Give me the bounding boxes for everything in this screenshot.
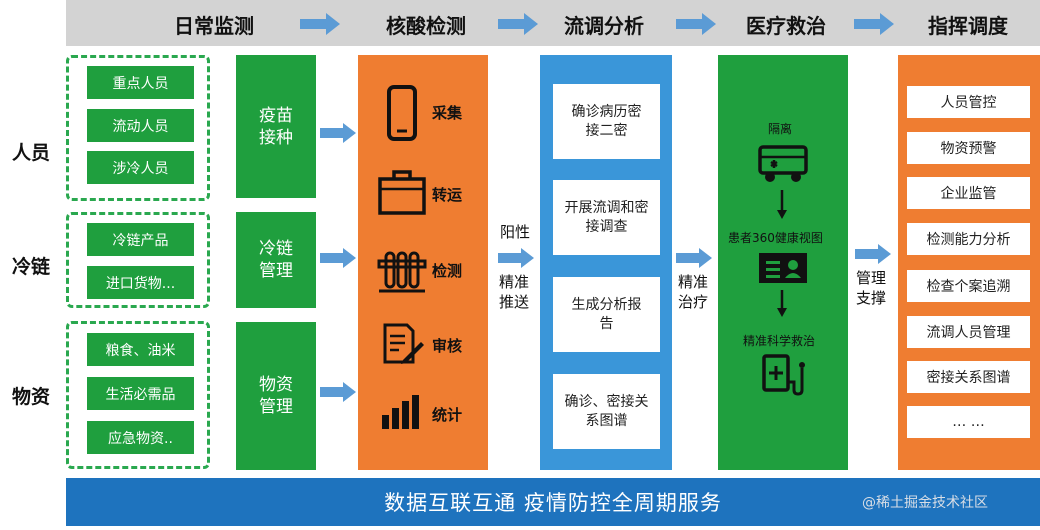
coldchain-mgmt-box: 冷链管理	[236, 212, 316, 308]
stage-header-bar: 日常监测 核酸检测 流调分析 医疗救治 指挥调度	[66, 0, 1040, 46]
nucleic-step-transfer: 转运	[432, 186, 463, 204]
command-item: 检查个案追溯	[907, 270, 1030, 302]
phone-icon	[387, 85, 417, 141]
health-view-label: 患者360健康视图	[728, 231, 823, 245]
coldchain-group	[66, 212, 210, 308]
command-dispatch-column	[898, 55, 1040, 470]
people-group	[66, 55, 210, 201]
nucleic-step-review: 审核	[432, 337, 463, 355]
monitor-item: 应急物资..	[87, 421, 194, 454]
stage-nucleic-testing: 核酸检测	[386, 14, 466, 38]
right-arrow-icon	[855, 244, 891, 264]
monitor-item: 生活必需品	[87, 377, 194, 410]
medical-device-icon	[762, 354, 805, 396]
vaccination-box: 疫苗接种	[236, 55, 316, 198]
watermark: @稀土掘金技术社区	[862, 495, 988, 511]
epi-item: 生成分析报告	[553, 277, 660, 352]
monitor-item: 涉冷人员	[87, 151, 194, 184]
row-label-coldchain: 冷链	[12, 256, 51, 278]
right-arrow-icon	[498, 13, 538, 35]
id-card-icon	[759, 253, 807, 283]
precise-rescue-label: 精准科学救治	[743, 334, 816, 348]
toolbox-icon	[378, 170, 426, 215]
monitor-item: 冷链产品	[87, 223, 194, 256]
monitor-item: 重点人员	[87, 66, 194, 99]
epi-item: 确诊、密接关系图谱	[553, 374, 660, 449]
command-item: 人员管控	[907, 86, 1030, 118]
down-arrow-icon	[777, 190, 787, 219]
command-item: … …	[907, 406, 1030, 438]
precise-treat-label: 精准治疗	[677, 273, 708, 311]
supplies-group	[66, 321, 210, 469]
epi-item-text: 开展流调和密接调查	[564, 199, 649, 235]
coldchain-mgmt-label: 冷链管理	[259, 239, 293, 281]
right-arrow-icon	[300, 13, 340, 35]
row-label-supplies: 物资	[12, 386, 51, 408]
down-arrow-icon	[777, 290, 787, 317]
monitor-item: 粮食、油米	[87, 333, 194, 366]
stage-command-dispatch: 指挥调度	[928, 14, 1008, 38]
supply-mgmt-label: 物资管理	[259, 375, 293, 417]
isolation-label: 隔离	[768, 122, 793, 136]
stage-daily-monitoring: 日常监测	[174, 14, 254, 38]
command-item: 企业监管	[907, 177, 1030, 209]
monitor-item: 进口货物...	[87, 266, 194, 299]
ambulance-icon	[758, 145, 808, 182]
right-arrow-icon	[676, 248, 712, 268]
positive-label: 阳性	[499, 223, 530, 241]
nucleic-step-test: 检测	[432, 262, 463, 280]
precise-push-label: 精准推送	[498, 273, 529, 311]
epi-item: 开展流调和密接调查	[553, 180, 660, 255]
row-label-people: 人员	[12, 142, 51, 164]
epi-item: 确诊病历密接二密	[553, 84, 660, 159]
footer-slogan: 数据互联互通 疫情防控全周期服务	[384, 491, 722, 515]
right-arrow-icon	[676, 13, 716, 35]
epi-item-text: 生成分析报告	[571, 296, 642, 332]
stage-epidemiological-analysis: 流调分析	[564, 14, 644, 38]
command-item: 流调人员管理	[907, 316, 1030, 348]
nucleic-step-statistics: 统计	[432, 406, 463, 424]
bar-chart-icon	[382, 395, 419, 429]
epi-item-text: 确诊、密接关系图谱	[564, 393, 649, 429]
right-arrow-icon	[854, 13, 894, 35]
right-arrow-icon	[320, 248, 356, 268]
command-item: 检测能力分析	[907, 223, 1030, 255]
supply-mgmt-box: 物资管理	[236, 322, 316, 470]
right-arrow-icon	[320, 123, 356, 143]
document-edit-icon	[383, 323, 424, 364]
epi-item-text: 确诊病历密接二密	[571, 103, 642, 139]
command-item: 密接关系图谱	[907, 361, 1030, 393]
stage-medical-treatment: 医疗救治	[746, 14, 826, 38]
right-arrow-icon	[498, 248, 534, 268]
command-item: 物资预警	[907, 132, 1030, 164]
vaccination-label: 疫苗接种	[259, 105, 293, 148]
right-arrow-icon	[320, 382, 356, 402]
nucleic-step-collect: 采集	[432, 104, 463, 122]
mgmt-support-label: 管理支撑	[855, 269, 886, 307]
monitor-item: 流动人员	[87, 109, 194, 142]
footer-bar: 数据互联互通 疫情防控全周期服务	[66, 478, 1040, 526]
test-tubes-icon	[377, 251, 427, 293]
